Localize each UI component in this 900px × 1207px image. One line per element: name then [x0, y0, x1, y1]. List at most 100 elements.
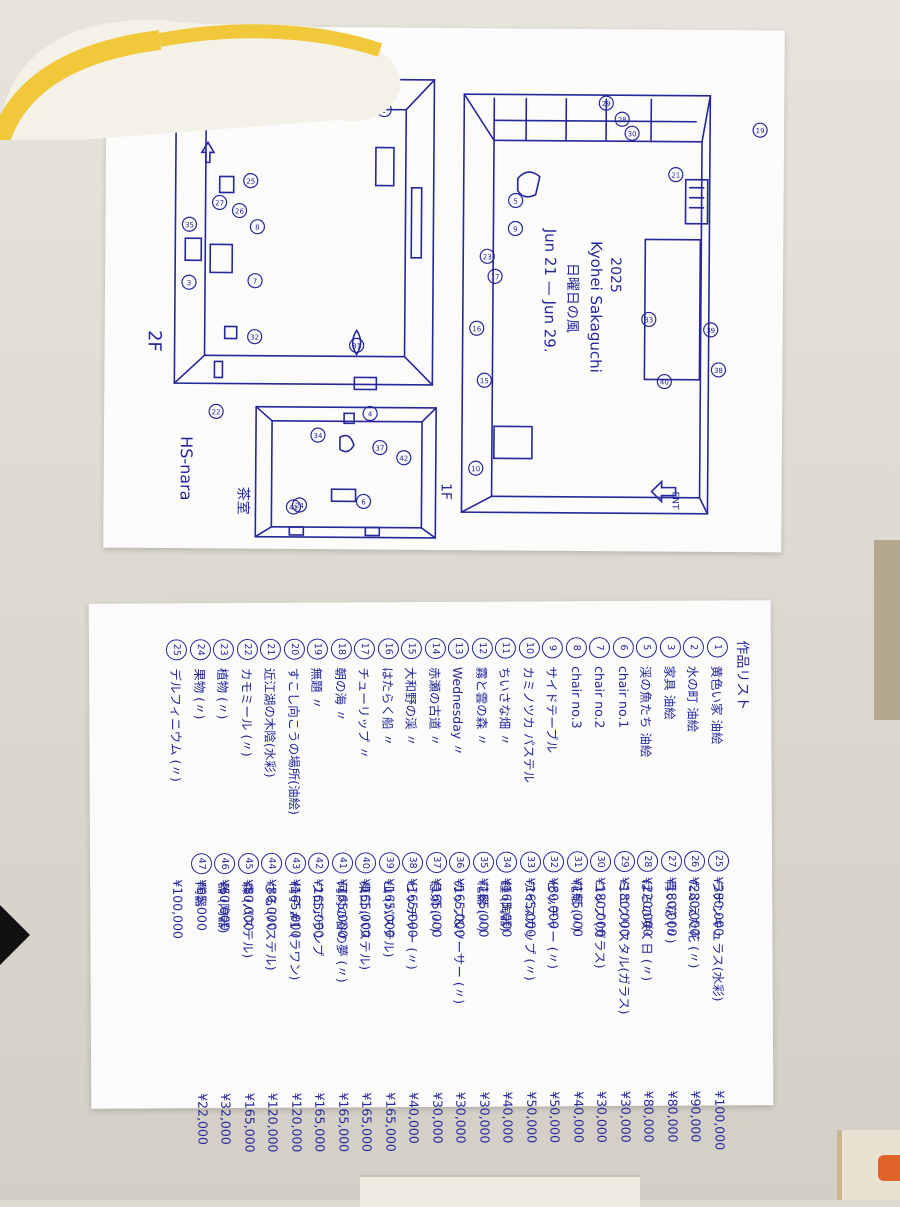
item-price: ¥30,000	[618, 1091, 633, 1143]
item-number: 30	[590, 851, 611, 872]
item-title: 鍾 (陶器)	[497, 881, 517, 1086]
item-marker-label: 19	[756, 127, 765, 135]
item-number: 17	[354, 638, 375, 659]
item-title: 山 (パステル)	[380, 881, 400, 1086]
item-number: 22	[237, 639, 258, 660]
item-title: chair no.2	[592, 666, 608, 871]
item-price: ¥165,000	[383, 1092, 398, 1152]
artwork-list-row: 47 陶器 ¥22,000	[189, 853, 214, 1153]
item-marker-label: 42	[399, 455, 408, 463]
item-title: カモミール (〃)	[238, 668, 258, 873]
item-number: 15	[401, 638, 422, 659]
exhibition-year: 2025	[607, 257, 623, 293]
item-marker-label: 29	[602, 100, 611, 108]
item-number: 35	[473, 852, 494, 873]
item-number: 47	[191, 853, 212, 874]
item-number: 21	[260, 639, 281, 660]
item-marker-label: 39	[706, 327, 715, 335]
item-price: ¥165,000	[359, 1092, 374, 1152]
item-title: カップ&ソーサー (〃)	[450, 881, 470, 1086]
item-number: 20	[284, 639, 305, 660]
item-marker-label: 23	[483, 253, 492, 261]
item-price: ¥40,000	[571, 1091, 586, 1143]
item-number: 34	[496, 852, 517, 873]
paper-card	[360, 1175, 640, 1207]
item-number: 28	[637, 851, 658, 872]
item-price: ¥30,000	[430, 1092, 445, 1144]
item-title: 森 (パステル)	[239, 882, 259, 1087]
item-number: 26	[684, 851, 705, 872]
item-marker-label: 4	[368, 410, 373, 418]
item-title: 椅子 #1 (ラワン)	[286, 882, 306, 1087]
item-number: 14	[425, 638, 446, 659]
item-number: 36	[449, 852, 470, 873]
item-title: たふえた花 (〃)	[685, 880, 705, 1085]
item-marker-label: 26	[235, 208, 245, 216]
gallery-label: HS-nara	[177, 436, 196, 500]
item-marker-label: 38	[714, 367, 723, 375]
item-title: ピッチャー (〃)	[403, 881, 423, 1086]
item-price: ¥22,000	[195, 1093, 210, 1145]
item-marker-label: 6	[361, 498, 366, 506]
item-title: 花瓶 (〃)	[568, 880, 588, 1085]
item-number: 33	[520, 851, 541, 872]
item-price: ¥30,000	[477, 1092, 492, 1144]
floor-2-label: 2F	[144, 330, 165, 352]
item-title: 河内の谷の夢 (〃)	[333, 881, 353, 1086]
item-number: 19	[307, 639, 328, 660]
wooden-edge	[874, 540, 900, 720]
item-number: 42	[308, 853, 329, 874]
item-marker-label: 30	[628, 130, 637, 138]
item-price: ¥165,000	[336, 1092, 351, 1152]
black-object	[0, 905, 34, 965]
item-marker-label: 31	[352, 342, 361, 350]
item-title: 陶器	[192, 882, 212, 1087]
artwork-list-row: 33 アイスカップ (〃) ¥50,000	[518, 851, 543, 1151]
item-number: 10	[519, 637, 540, 658]
item-title: 水の町 油絵	[684, 666, 704, 871]
item-number: 24	[190, 639, 211, 660]
item-number: 37	[426, 852, 447, 873]
item-number: 44	[261, 853, 282, 874]
list-heading: 作品リスト	[733, 640, 753, 710]
item-price: ¥40,000	[406, 1092, 421, 1144]
item-marker-label: 17	[491, 273, 500, 281]
item-marker-label: 25	[246, 178, 255, 186]
item-marker-label: 35	[185, 221, 194, 229]
item-number: 23	[213, 639, 234, 660]
item-title: ピッチャー (〃)	[544, 880, 564, 1085]
plush-toy-corner	[0, 0, 440, 140]
item-marker-label: 21	[671, 172, 680, 180]
item-price: ¥165,000	[242, 1093, 257, 1153]
item-price: ¥50,000	[524, 1091, 539, 1143]
item-title: カミノツカ パステル	[520, 666, 540, 871]
item-marker-label: 28	[618, 116, 627, 124]
artwork-list-row: 34 鍾 (陶器) ¥40,000	[495, 852, 520, 1152]
item-price: ¥40,000	[500, 1092, 515, 1144]
item-number: 31	[567, 851, 588, 872]
item-title: 家具 油絵	[661, 666, 681, 871]
item-price: ¥30,000	[594, 1091, 609, 1143]
floor-1-gallery	[199, 92, 710, 514]
item-marker-label: 40	[660, 379, 669, 387]
item-number: 6	[613, 637, 634, 658]
item-price: ¥120,000	[289, 1093, 304, 1153]
item-price: ¥120,000	[265, 1093, 280, 1153]
item-title: アイスカップ (〃)	[521, 880, 541, 1085]
item-title: 近江湖の木陰(水彩)	[261, 668, 281, 873]
item-number: 7	[589, 637, 610, 658]
item-title: 無題 〃	[308, 668, 328, 873]
item-marker-label: 3	[187, 279, 192, 287]
item-title: 霧と雲の森 〃	[473, 667, 493, 872]
